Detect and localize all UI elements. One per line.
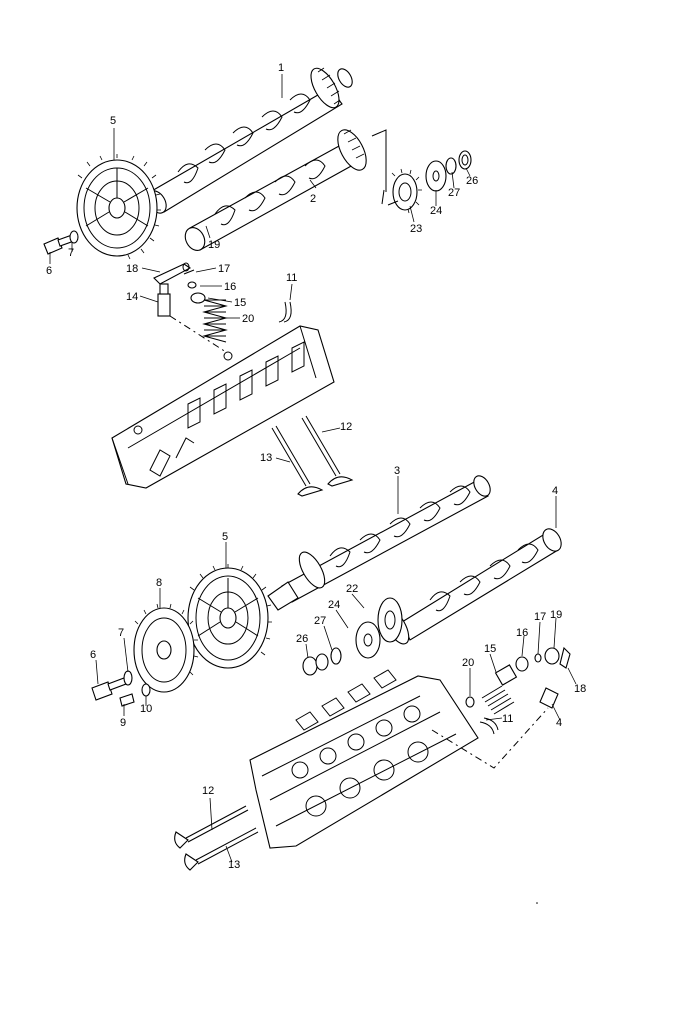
callout-7-upper: 7 bbox=[68, 247, 74, 259]
valve-13-upper bbox=[271, 425, 324, 497]
washer-27 bbox=[445, 157, 457, 175]
callout-13-upper: 13 bbox=[260, 452, 272, 464]
keepers-16-lower bbox=[515, 656, 529, 672]
callout-7-lower: 7 bbox=[118, 627, 124, 639]
hydraulic-element-14-upper bbox=[157, 283, 171, 317]
callout-labels-upper: 1 5 2 19 23 24 27 26 6 7 18 17 16 15 14 … bbox=[46, 62, 478, 464]
washer-24-lower bbox=[355, 621, 381, 659]
valve-spring-15-lower bbox=[481, 664, 518, 715]
rocker-arm-18-lower bbox=[559, 646, 571, 669]
callout-5-upper: 5 bbox=[110, 115, 116, 127]
callout-2-upper: 2 bbox=[310, 193, 316, 205]
callout-4-lower-bottom: 4 bbox=[556, 717, 562, 729]
callout-15-lower: 15 bbox=[484, 643, 496, 655]
valve-12-upper bbox=[301, 415, 354, 487]
callout-labels-lower: 3 4 5 8 22 24 27 26 7 6 9 10 17 19 16 15… bbox=[90, 465, 586, 871]
callout-4-lower-top: 4 bbox=[552, 485, 558, 497]
callout-20-upper: 20 bbox=[242, 313, 254, 325]
washer-24 bbox=[425, 160, 447, 192]
callout-20-lower: 20 bbox=[462, 657, 474, 669]
callout-24-lower: 24 bbox=[328, 599, 340, 611]
upper-assembly bbox=[43, 67, 472, 497]
callout-19-upper: 19 bbox=[208, 239, 220, 251]
washer-27-lower bbox=[330, 647, 342, 665]
callout-16-lower: 16 bbox=[516, 627, 528, 639]
bolt-6-lower bbox=[91, 677, 127, 701]
seal-11-upper bbox=[278, 301, 292, 323]
seal-26-lower bbox=[302, 653, 329, 676]
callout-5-lower: 5 bbox=[222, 531, 228, 543]
callout-11-upper: 11 bbox=[286, 272, 297, 284]
callout-17-lower: 17 bbox=[534, 611, 546, 623]
clip-17-lower bbox=[534, 653, 542, 663]
camshaft-3 bbox=[267, 475, 491, 611]
hydraulic-element-4-lower bbox=[539, 687, 559, 709]
callout-6-upper: 6 bbox=[46, 265, 52, 277]
camshaft-1 bbox=[147, 67, 353, 214]
callout-12-upper: 12 bbox=[340, 421, 352, 433]
callout-3-lower: 3 bbox=[394, 465, 400, 477]
rocker-arm-18-upper bbox=[153, 262, 192, 285]
callout-26-upper: 26 bbox=[466, 175, 478, 187]
washer-10 bbox=[141, 683, 151, 697]
cylinder-head-upper bbox=[111, 325, 335, 489]
callout-23-upper: 23 bbox=[410, 223, 422, 235]
callout-19-lower: 19 bbox=[550, 609, 562, 621]
callout-24-upper: 24 bbox=[430, 205, 442, 217]
callout-22-lower: 22 bbox=[346, 583, 358, 595]
gear-23 bbox=[391, 168, 422, 214]
camshaft-4 bbox=[382, 528, 562, 645]
callout-27-lower: 27 bbox=[314, 615, 326, 627]
callout-1-upper: 1 bbox=[278, 62, 284, 74]
clip-17-upper bbox=[183, 269, 195, 275]
cylinder-head-lower bbox=[249, 669, 479, 849]
camshaft-2 bbox=[184, 129, 367, 251]
callout-18-upper: 18 bbox=[126, 263, 138, 275]
rocker-19-lower bbox=[544, 647, 560, 665]
stray-dot bbox=[536, 902, 538, 904]
seal-11-lower bbox=[479, 717, 499, 735]
valve-spring-20-upper bbox=[202, 299, 228, 343]
callout-27-upper: 27 bbox=[448, 187, 460, 199]
callout-12-lower: 12 bbox=[202, 785, 214, 797]
callout-16-upper: 16 bbox=[224, 281, 236, 293]
callout-13-lower: 13 bbox=[228, 859, 240, 871]
lower-assembly bbox=[91, 475, 571, 871]
valve-12-lower bbox=[174, 805, 249, 849]
bolt-9 bbox=[119, 693, 135, 707]
callout-9-lower: 9 bbox=[120, 717, 126, 729]
seal-26 bbox=[458, 150, 472, 170]
callout-11-lower: 11 bbox=[502, 713, 513, 725]
callout-15-upper: 15 bbox=[234, 297, 246, 309]
callout-10-lower: 10 bbox=[140, 703, 152, 715]
sprocket-8 bbox=[133, 603, 199, 693]
keepers-16-upper bbox=[187, 281, 197, 289]
callout-6-lower: 6 bbox=[90, 649, 96, 661]
callout-26-lower: 26 bbox=[296, 633, 308, 645]
gear-22 bbox=[377, 597, 403, 643]
callout-17-upper: 17 bbox=[218, 263, 230, 275]
valve-13-lower bbox=[184, 827, 259, 871]
washer-7-upper bbox=[69, 230, 79, 244]
callout-8-lower: 8 bbox=[156, 577, 162, 589]
sprocket-5-lower bbox=[187, 564, 272, 669]
sprocket-5-upper bbox=[76, 154, 161, 260]
spring-retainer-15-upper bbox=[190, 292, 206, 304]
washer-7-lower bbox=[123, 670, 133, 686]
callout-18-lower: 18 bbox=[574, 683, 586, 695]
valve-spring-20-lower bbox=[465, 696, 475, 708]
callout-14-upper: 14 bbox=[126, 291, 138, 303]
